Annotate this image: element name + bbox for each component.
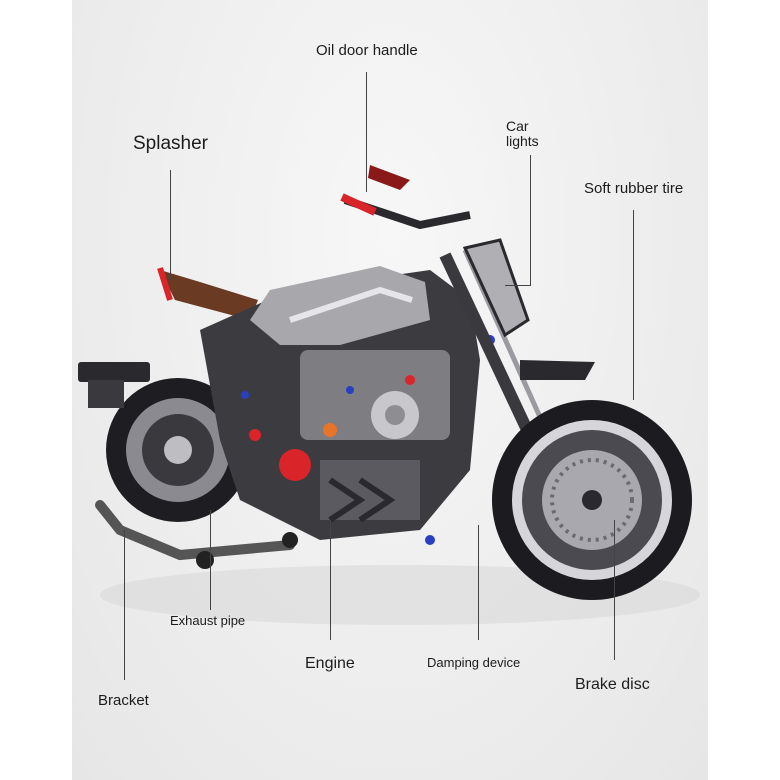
bracket-stand bbox=[95, 500, 298, 569]
label-brake-disc: Brake disc bbox=[575, 676, 650, 693]
tail-block bbox=[88, 380, 124, 408]
front-fender bbox=[520, 360, 595, 380]
headlight bbox=[462, 238, 530, 338]
leader-splasher bbox=[170, 170, 171, 280]
rear-wheel bbox=[106, 378, 250, 522]
label-car-lights-line1: Car bbox=[506, 118, 529, 134]
splasher-red bbox=[157, 267, 173, 301]
red-pin-2 bbox=[405, 375, 415, 385]
leader-exhaust bbox=[210, 510, 211, 610]
leader-oil-door bbox=[366, 72, 367, 192]
red-gear bbox=[279, 449, 311, 481]
leader-tire bbox=[633, 210, 634, 400]
label-splasher: Splasher bbox=[133, 133, 208, 154]
mirror bbox=[368, 165, 410, 190]
engine-block bbox=[300, 350, 450, 523]
grip bbox=[340, 193, 377, 216]
label-car-lights-line2: lights bbox=[506, 133, 539, 149]
leader-car-lights bbox=[530, 155, 531, 285]
tail-rack bbox=[78, 362, 150, 382]
leader-damping bbox=[478, 525, 479, 640]
label-oil-door-handle: Oil door handle bbox=[316, 42, 418, 59]
leader-car-lights-h bbox=[505, 285, 531, 286]
tank-highlight bbox=[289, 286, 413, 323]
blue-pin bbox=[346, 386, 354, 394]
label-soft-rubber-tire: Soft rubber tire bbox=[584, 180, 684, 197]
leader-brake bbox=[614, 520, 615, 660]
label-engine: Engine bbox=[305, 655, 355, 672]
leader-bracket bbox=[124, 530, 125, 680]
orange-pin bbox=[323, 423, 337, 437]
label-damping-device: Damping device bbox=[427, 655, 521, 670]
label-exhaust-pipe: Exhaust pipe bbox=[170, 613, 246, 628]
blue-pin bbox=[241, 391, 249, 399]
blue-pin bbox=[425, 535, 435, 545]
red-pin bbox=[249, 429, 261, 441]
leader-engine bbox=[330, 520, 331, 640]
seat bbox=[160, 270, 258, 320]
label-car-lights: Car lights bbox=[506, 119, 539, 149]
front-wheel bbox=[492, 400, 692, 600]
label-bracket: Bracket bbox=[98, 692, 149, 709]
